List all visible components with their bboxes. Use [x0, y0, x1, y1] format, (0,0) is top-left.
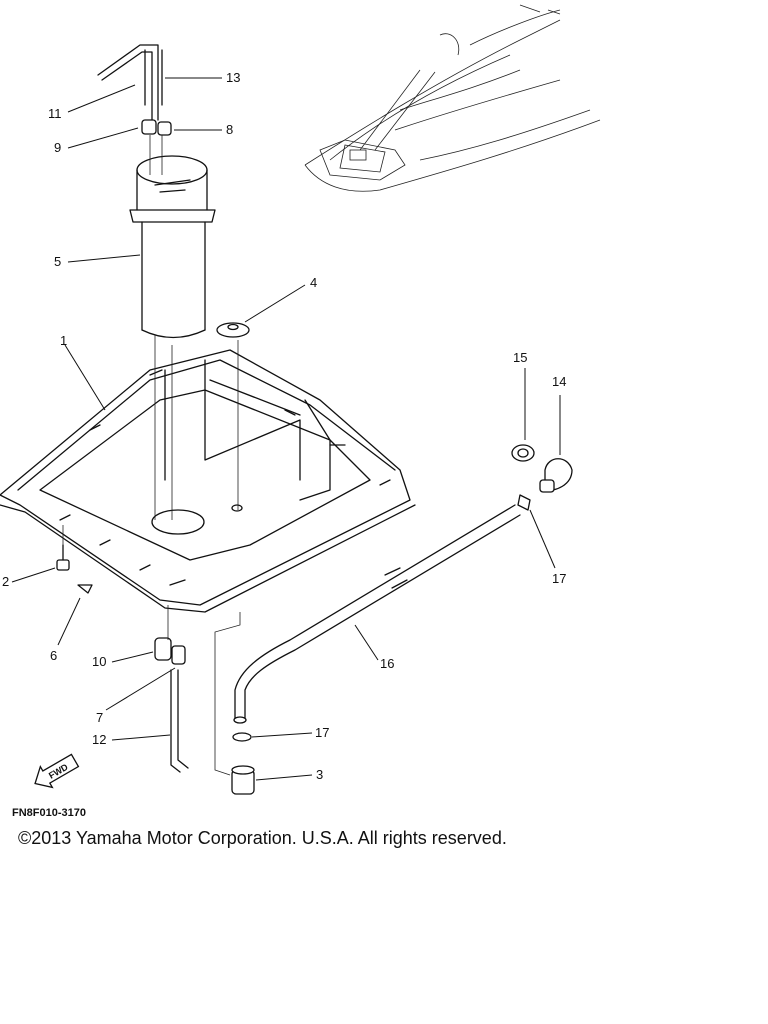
label-part-11: 11 — [48, 106, 62, 121]
label-part-8: 8 — [226, 122, 233, 137]
grommet — [216, 322, 250, 338]
label-part-14: 14 — [552, 374, 566, 389]
label-part-9: 9 — [54, 140, 61, 155]
hose-caps — [141, 119, 172, 136]
filter-cylinder — [129, 155, 216, 339]
label-part-1: 1 — [60, 333, 67, 348]
watercraft-overview-sketch — [304, 4, 601, 192]
label-part-4: 4 — [310, 275, 317, 290]
leader-lines — [11, 77, 561, 781]
label-part-17-right: 17 — [552, 571, 566, 586]
label-part-2: 2 — [2, 574, 9, 589]
label-part-17-lower: 17 — [315, 725, 329, 740]
copyright-notice: ©2013 Yamaha Motor Corporation. U.S.A. A… — [18, 828, 507, 848]
forward-arrow-icon: FWD — [34, 753, 80, 789]
label-part-3: 3 — [316, 767, 323, 782]
hose — [233, 504, 521, 724]
label-part-13: 13 — [226, 70, 240, 85]
label-part-15: 15 — [513, 350, 527, 365]
label-part-6: 6 — [50, 648, 57, 663]
drain-plug — [231, 765, 255, 795]
hose-clamp-lower — [232, 732, 252, 742]
label-part-12: 12 — [92, 732, 106, 747]
diagram-reference-code: FN8F010-3170 — [12, 807, 86, 819]
label-part-5: 5 — [54, 254, 61, 269]
lower-fittings — [154, 637, 186, 665]
screw-and-clip — [56, 544, 93, 594]
label-part-10: 10 — [92, 654, 106, 669]
label-part-7: 7 — [96, 710, 103, 725]
tray-base — [0, 349, 416, 613]
vent-tube-assembly — [97, 44, 163, 121]
label-part-16: 16 — [380, 656, 394, 671]
right-side-fittings — [511, 444, 573, 511]
alignment-lines — [62, 135, 241, 776]
drain-tube — [170, 669, 189, 773]
